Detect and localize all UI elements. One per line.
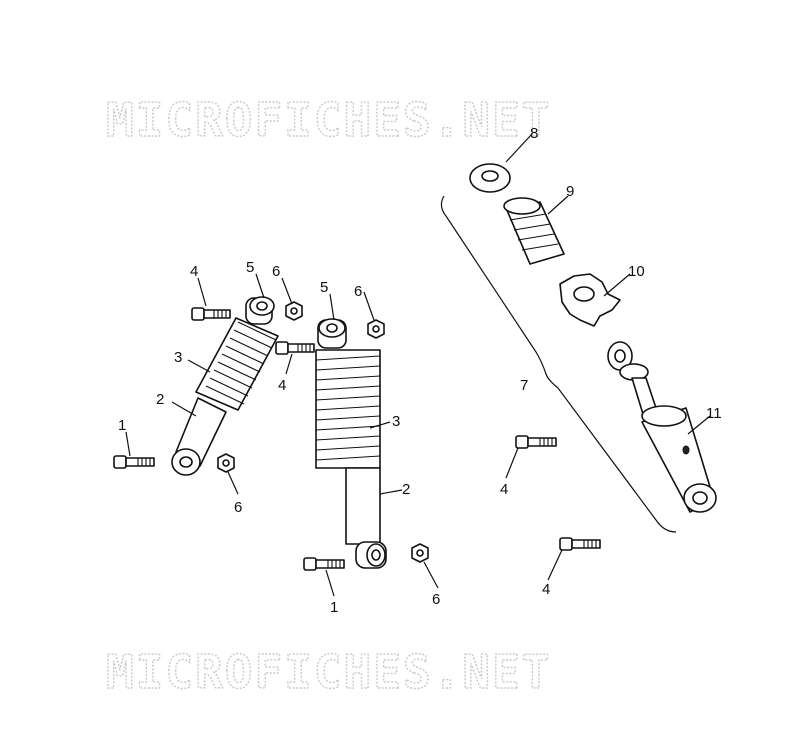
- bolt-4-right-mid: [515, 435, 557, 449]
- watermark-top: MICROFICHES.NET: [106, 93, 551, 147]
- callout-4-right-mid: 4: [500, 481, 508, 498]
- callout-5-center: 5: [320, 279, 328, 296]
- nut-6-top-left: [285, 301, 303, 321]
- callout-8: 8: [530, 125, 538, 142]
- nut-6-lower-left: [217, 453, 235, 473]
- center-shock-absorber: [315, 318, 387, 569]
- callout-4-top-left: 4: [190, 263, 198, 280]
- callout-4-right-low: 4: [542, 581, 550, 598]
- left-shock-absorber: [171, 296, 279, 476]
- callout-3-center: 3: [392, 413, 400, 430]
- group-7-bracket: [440, 195, 677, 533]
- callout-11: 11: [706, 405, 722, 422]
- bolt-4-right-low: [559, 537, 601, 551]
- callout-2-left: 2: [156, 391, 164, 408]
- callout-1-left: 1: [118, 417, 126, 434]
- callout-5-left: 5: [246, 259, 254, 276]
- bolt-4-left: [191, 307, 231, 321]
- nut-6-lower-center: [411, 543, 429, 563]
- part-10-star-washer: [559, 273, 621, 327]
- callout-2-center: 2: [402, 481, 410, 498]
- center-shock-tube: [345, 467, 381, 545]
- callout-6-lower-center: 6: [432, 591, 440, 608]
- callout-3-left: 3: [174, 349, 182, 366]
- callout-7: 7: [520, 377, 528, 394]
- watermark-bottom: MICROFICHES.NET: [106, 645, 551, 699]
- callout-10: 10: [628, 263, 645, 280]
- nut-6-top-center: [367, 319, 385, 339]
- callout-6-lower-left: 6: [234, 499, 242, 516]
- callout-9: 9: [566, 183, 574, 200]
- leader-lines: [125, 133, 711, 597]
- callout-1-center: 1: [330, 599, 338, 616]
- part-9-bellows: [503, 197, 565, 265]
- bolt-1-left: [113, 455, 155, 469]
- callout-4-center: 4: [278, 377, 286, 394]
- bolt-4-center: [275, 341, 315, 355]
- callout-6-top-left: 6: [272, 263, 280, 280]
- right-shock-absorber: [607, 341, 717, 513]
- part-8-washer: [469, 163, 511, 193]
- bolt-1-center: [303, 557, 345, 571]
- callout-6-top-center: 6: [354, 283, 362, 300]
